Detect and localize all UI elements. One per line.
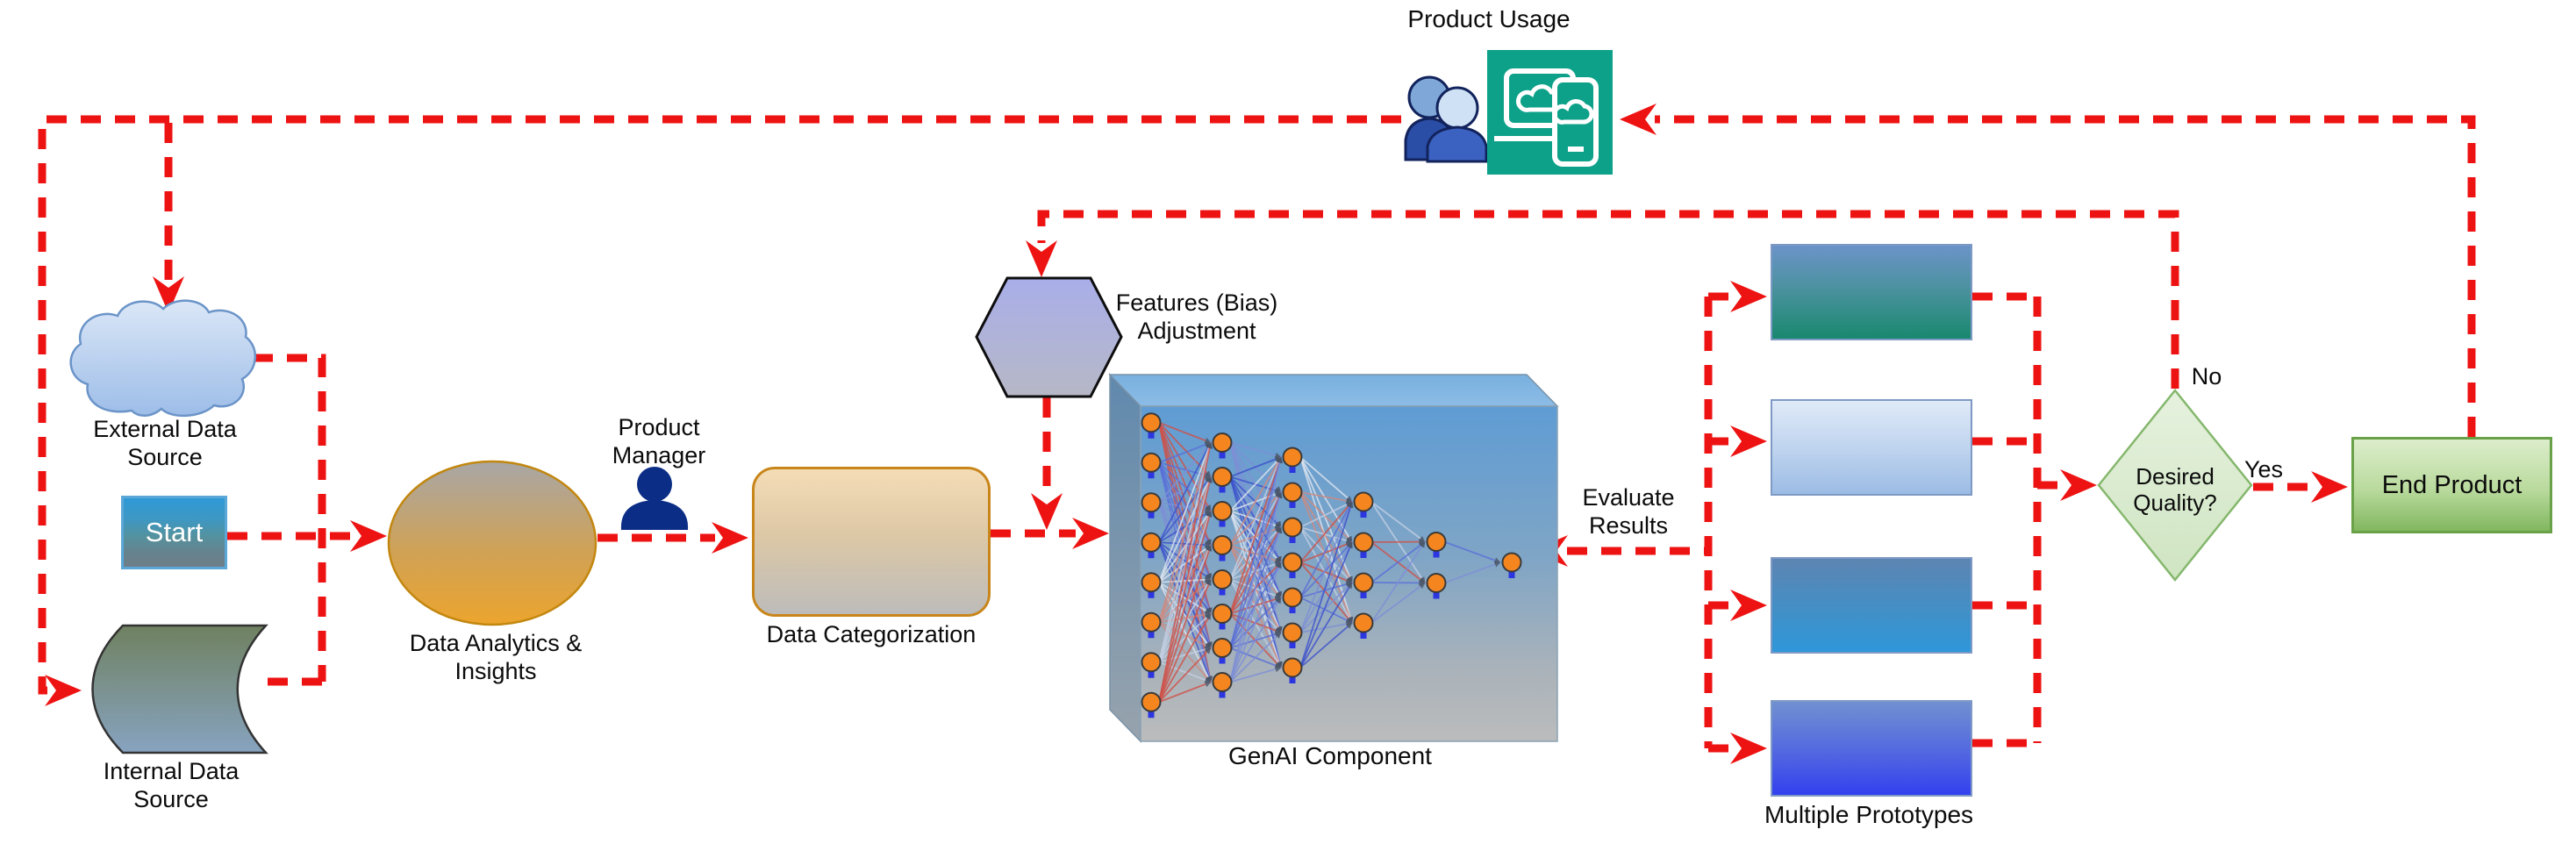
arrowhead-into-prototype-3: [1730, 590, 1767, 621]
arrowhead-junction-down: [1031, 493, 1063, 530]
prototype-3: [1771, 557, 1972, 654]
arrowhead-into-internal: [45, 675, 82, 706]
categorization-label: Data Categorization: [766, 621, 977, 647]
analytics-label: Data Analytics & Insights: [409, 630, 583, 684]
devices-cloud-icon: [1487, 50, 1613, 175]
categorization-node: [752, 467, 991, 617]
arrowhead-into-decision: [2060, 469, 2097, 501]
start-node: Start: [121, 496, 227, 569]
neural-network: [1141, 412, 1522, 719]
decision-diamond: [2097, 389, 2253, 582]
edge-no-loop-to-features: [1037, 210, 2179, 389]
end-product-node: End Product: [2351, 437, 2552, 533]
devices-cloud-glyph: [1494, 68, 1599, 167]
arrowhead-into-end-product: [2311, 471, 2348, 503]
arrowhead-into-prototype-1: [1730, 281, 1767, 312]
arrowhead-into-prototype-2: [1730, 425, 1767, 457]
features-hexagon: [975, 276, 1123, 398]
arrowhead-into-genai: [1072, 518, 1109, 549]
analytics-ellipse: [387, 460, 597, 626]
genai-label: GenAI Component: [1228, 742, 1432, 769]
arrowhead-into-prototype-4: [1730, 733, 1767, 764]
external-source-label: External Data Source: [93, 416, 237, 470]
edge-sources-collector: [253, 354, 326, 686]
features-label: Features (Bias) Adjustment: [1115, 290, 1278, 344]
arrowhead-into-product-usage: [1620, 104, 1657, 135]
prototype-4: [1771, 700, 1972, 797]
evaluate-label: Evaluate Results: [1582, 484, 1675, 539]
edge-prototypes-to-decision: [1972, 292, 2058, 747]
edge-evaluate-branches: [1567, 292, 1736, 753]
prototypes-label: Multiple Prototypes: [1764, 801, 1974, 828]
product-manager-label: Product Manager: [612, 414, 706, 468]
prototype-2: [1771, 399, 1972, 496]
internal-source-shape: [91, 624, 268, 754]
decision-no-label: No: [2191, 363, 2222, 390]
users-icon: [1404, 75, 1488, 163]
end-product-label: End Product: [2381, 470, 2522, 499]
connectors: [38, 104, 2476, 764]
decision-label: Desired Quality?: [2133, 463, 2217, 517]
genai-box: [1108, 373, 1559, 743]
internal-source-label: Internal Data Source: [103, 758, 240, 812]
arrowhead-into-features: [1026, 240, 1057, 277]
arrowhead-into-analytics: [350, 520, 387, 552]
arrowhead-into-categorization: [712, 522, 748, 554]
prototype-1: [1771, 244, 1972, 340]
start-label: Start: [145, 517, 204, 547]
external-source-cloud: [69, 299, 257, 418]
arrowhead-into-external: [153, 276, 184, 313]
edge-usage-to-data-sources: [38, 115, 1401, 695]
edge-end-product-to-usage: [1655, 115, 2476, 437]
decision-yes-label: Yes: [2243, 456, 2284, 483]
person-icon: [620, 467, 689, 530]
product-usage-label: Product Usage: [1407, 5, 1571, 32]
